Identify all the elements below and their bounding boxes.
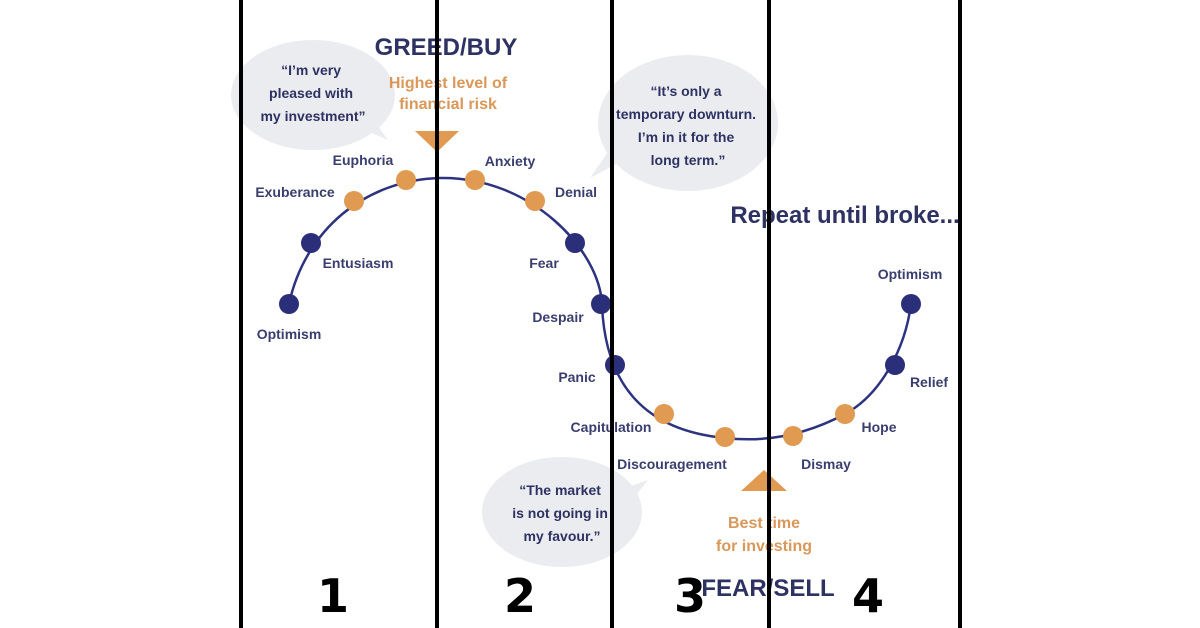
stage-label-discouragement-10: Discouragement (617, 456, 727, 472)
best-time-line-1: Best time (728, 515, 800, 532)
best-time-line-2: for investing (716, 538, 812, 555)
stage-dot-dismay-11 (783, 426, 803, 446)
section-number-2: 2 (504, 569, 536, 623)
quote-1-line-2: pleased with (269, 85, 353, 101)
stage-markers (279, 170, 921, 447)
repeat-caption: Repeat until broke... (730, 202, 959, 229)
svg-text:“It’s only a temporary d: “It’s only a temporary downturn. I’m in … (616, 83, 760, 168)
stage-dot-optimism-14 (901, 294, 921, 314)
stage-dot-anxiety-4 (465, 170, 485, 190)
stage-label-euphoria-3: Euphoria (333, 152, 394, 168)
risk-label-line-2: financial risk (399, 96, 497, 113)
stage-label-relief-13: Relief (910, 374, 948, 390)
quote-2-line-2: temporary downturn. (616, 106, 756, 122)
stage-label-fear-6: Fear (529, 255, 559, 271)
stage-dot-discouragement-10 (715, 427, 735, 447)
stage-dot-optimism-0 (279, 294, 299, 314)
quote-3-line-3: my favour.” (523, 528, 600, 544)
section-number-3: 3 (674, 569, 706, 623)
quote-2-line-3: I’m in it for the (638, 129, 735, 145)
stage-label-exuberance-2: Exuberance (255, 184, 335, 200)
section-number-4: 4 (852, 569, 884, 623)
stage-label-denial-5: Denial (555, 184, 597, 200)
stage-dot-fear-6 (565, 233, 585, 253)
quote-3-line-2: is not going in (512, 505, 608, 521)
stage-label-despair-7: Despair (532, 309, 584, 325)
stage-dot-entusiasm-1 (301, 233, 321, 253)
stage-label-entusiasm-1: Entusiasm (323, 255, 394, 271)
quote-1-line-1: “I’m very (281, 62, 341, 78)
stage-dot-despair-7 (591, 294, 611, 314)
stage-label-optimism-14: Optimism (878, 266, 943, 282)
trough-pointer-triangle (741, 470, 787, 491)
stage-dot-euphoria-3 (396, 170, 416, 190)
quote-2-line-4: long term.” (651, 152, 726, 168)
section-number-1: 1 (317, 569, 349, 623)
svg-text:“The market is not goin: “The market is not going in my favour.” (512, 482, 612, 544)
stage-dot-panic-8 (605, 355, 625, 375)
section-dividers (239, 0, 962, 628)
stage-dot-capitulation-9 (654, 404, 674, 424)
stage-label-optimism-0: Optimism (257, 326, 322, 342)
speech-bubble-3: “The market is not going in my favour.” (482, 457, 648, 567)
quote-3-line-1: “The market (519, 482, 601, 498)
stage-label-hope-12: Hope (862, 419, 897, 435)
speech-bubble-2: “It’s only a temporary downturn. I’m in … (590, 55, 778, 191)
greed-buy-title: GREED/BUY (375, 34, 518, 61)
risk-label-line-1: Highest level of (389, 75, 508, 92)
stage-dot-exuberance-2 (344, 191, 364, 211)
svg-text:“I’m very pleased with: “I’m very pleased with my investment” (260, 62, 365, 124)
stage-dot-relief-13 (885, 355, 905, 375)
stage-label-anxiety-4: Anxiety (485, 153, 536, 169)
speech-bubble-1: “I’m very pleased with my investment” (231, 40, 395, 150)
stage-label-panic-8: Panic (558, 369, 596, 385)
stage-label-dismay-11: Dismay (801, 456, 851, 472)
stage-dot-denial-5 (525, 191, 545, 211)
stage-dot-hope-12 (835, 404, 855, 424)
quote-2-line-1: “It’s only a (651, 83, 722, 99)
quote-1-line-3: my investment” (260, 108, 365, 124)
